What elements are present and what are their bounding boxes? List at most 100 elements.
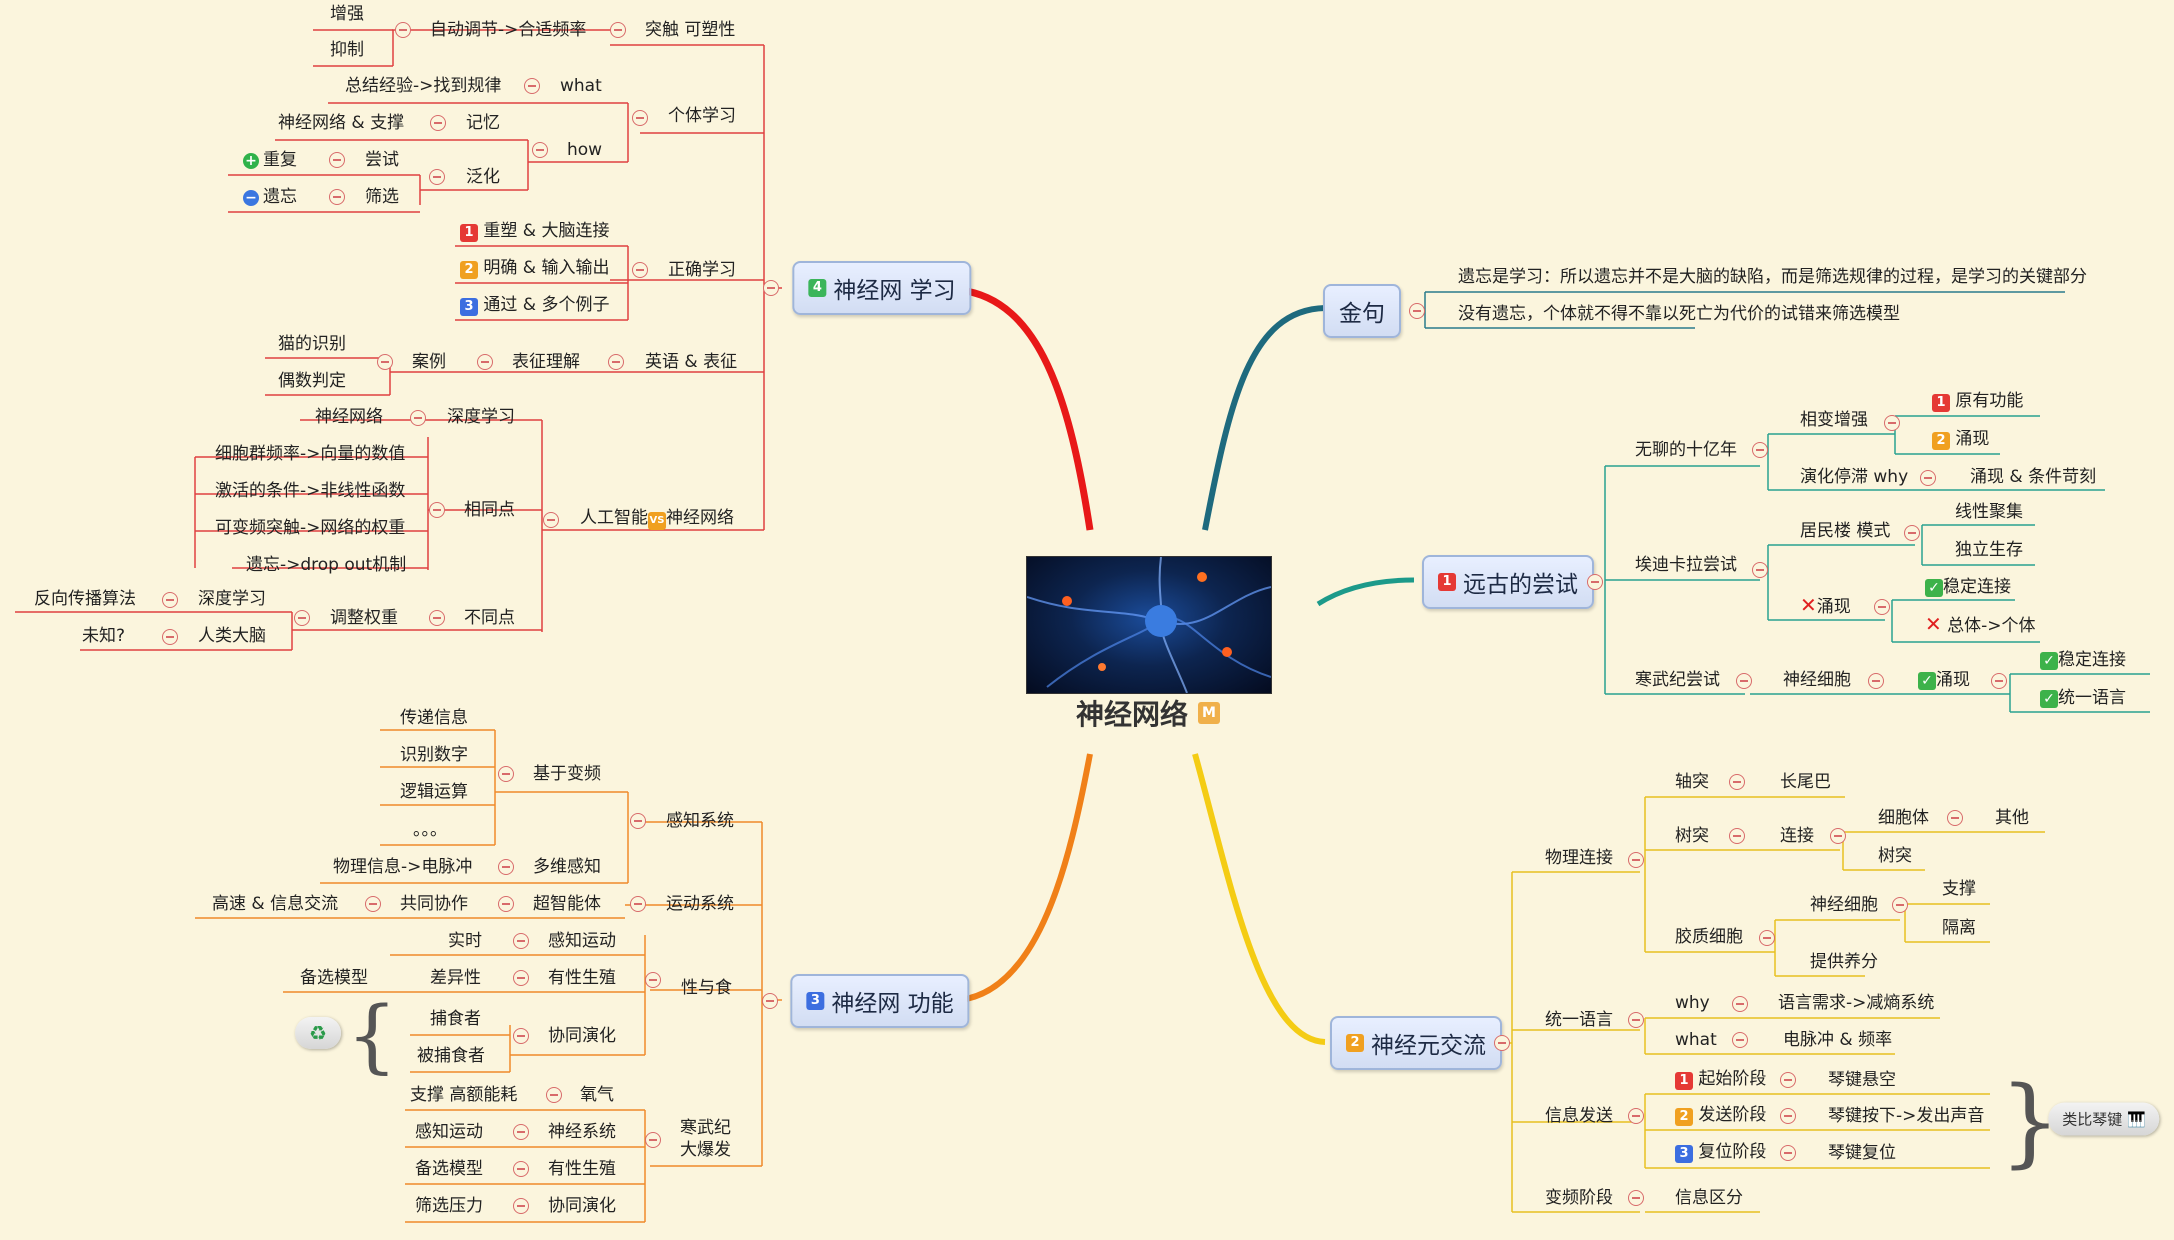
topic-node[interactable]: 可变频突触->网络的权重	[215, 518, 406, 538]
collapse-icon[interactable]	[1780, 1108, 1796, 1124]
collapse-icon[interactable]	[610, 22, 626, 38]
topic-node[interactable]: 独立生存	[1955, 540, 2023, 560]
collapse-icon[interactable]	[429, 169, 445, 185]
topic-node[interactable]: 自动调节->合适频率	[430, 20, 587, 40]
collapse-icon[interactable]	[1874, 599, 1890, 615]
topic-node[interactable]: 提供养分	[1810, 952, 1878, 972]
collapse-icon[interactable]	[543, 512, 559, 528]
topic-node[interactable]: 个体学习	[668, 106, 736, 126]
topic-node[interactable]: 共同协作	[400, 894, 468, 914]
topic-node[interactable]: 1 起始阶段	[1675, 1069, 1766, 1090]
topic-node[interactable]: 3 通过 & 多个例子	[460, 295, 609, 316]
topic-node[interactable]: 协同演化	[548, 1026, 616, 1046]
topic-node[interactable]: 深度学习	[447, 407, 515, 427]
topic-node[interactable]: 无聊的十亿年	[1635, 440, 1737, 460]
collapse-icon[interactable]	[1736, 673, 1752, 689]
topic-node[interactable]: why	[1675, 993, 1710, 1013]
topic-node[interactable]: how	[567, 140, 603, 160]
topic-node[interactable]: 有性生殖	[548, 968, 616, 988]
topic-node[interactable]: 正确学习	[668, 260, 736, 280]
collapse-icon[interactable]	[377, 354, 393, 370]
topic-node[interactable]: 尝试	[365, 150, 399, 170]
collapse-icon[interactable]	[1752, 562, 1768, 578]
collapse-icon[interactable]	[645, 1132, 661, 1148]
collapse-icon[interactable]	[1732, 996, 1748, 1012]
topic-node[interactable]: 不同点	[464, 608, 515, 628]
collapse-icon[interactable]	[1947, 810, 1963, 826]
collapse-icon[interactable]	[513, 1198, 529, 1214]
topic-node[interactable]: +重复	[243, 150, 297, 170]
recycle-icon[interactable]: ♻	[295, 1017, 341, 1049]
topic-node[interactable]: 泛化	[466, 167, 500, 187]
topic-node[interactable]: 居民楼 模式	[1800, 521, 1891, 541]
topic-node[interactable]: 神经细胞	[1810, 895, 1878, 915]
topic-node[interactable]: 埃迪卡拉尝试	[1635, 555, 1737, 575]
topic-node[interactable]: 信息区分	[1675, 1188, 1743, 1208]
summary-piano-keys[interactable]: 类比琴键 🎹	[2048, 1102, 2160, 1136]
topic-node[interactable]: 神经网络 & 支撑	[278, 113, 405, 133]
topic-node[interactable]: 大爆发	[680, 1140, 731, 1160]
collapse-icon[interactable]	[513, 1161, 529, 1177]
topic-node[interactable]: 人类大脑	[198, 626, 266, 646]
topic-node[interactable]: 协同演化	[548, 1196, 616, 1216]
topic-node[interactable]: 超智能体	[533, 894, 601, 914]
collapse-icon[interactable]	[524, 78, 540, 94]
topic-quotes[interactable]: 金句	[1323, 284, 1401, 338]
collapse-icon[interactable]	[1729, 774, 1745, 790]
topic-node[interactable]: 增强	[330, 4, 364, 24]
topic-node[interactable]: 抑制	[330, 40, 364, 60]
topic-node[interactable]: ✕ 总体->个体	[1925, 614, 2036, 636]
topic-node[interactable]: 。。。	[413, 820, 447, 840]
topic-node[interactable]: 支撑	[1942, 879, 1976, 899]
topic-node[interactable]: ✓稳定连接	[2040, 650, 2126, 670]
collapse-icon[interactable]	[498, 766, 514, 782]
collapse-icon[interactable]	[513, 1028, 529, 1044]
collapse-icon[interactable]	[410, 410, 426, 426]
topic-node[interactable]: 神经系统	[548, 1122, 616, 1142]
collapse-icon[interactable]	[1587, 574, 1603, 590]
topic-node[interactable]: 树突	[1878, 846, 1912, 866]
topic-node[interactable]: 变频阶段	[1545, 1188, 1613, 1208]
topic-node[interactable]: 树突	[1675, 826, 1709, 846]
topic-node[interactable]: what	[560, 76, 602, 96]
collapse-icon[interactable]	[632, 110, 648, 126]
topic-node[interactable]: 2 发送阶段	[1675, 1105, 1766, 1126]
collapse-icon[interactable]	[1628, 1108, 1644, 1124]
topic-node[interactable]: 物理信息->电脉冲	[333, 857, 473, 877]
collapse-icon[interactable]	[513, 933, 529, 949]
collapse-icon[interactable]	[513, 1124, 529, 1140]
topic-node[interactable]: 琴键悬空	[1828, 1070, 1896, 1090]
collapse-icon[interactable]	[645, 972, 661, 988]
topic-node[interactable]: 筛选	[365, 187, 399, 207]
collapse-icon[interactable]	[1752, 442, 1768, 458]
topic-node[interactable]: 实时	[448, 931, 482, 951]
topic-node[interactable]: 电脉冲 & 频率	[1783, 1030, 1893, 1050]
topic-node[interactable]: 其他	[1995, 808, 2029, 828]
topic-node[interactable]: 2 涌现	[1932, 429, 1989, 450]
topic-node[interactable]: 琴键复位	[1828, 1143, 1896, 1163]
topic-node[interactable]: 1 重塑 & 大脑连接	[460, 221, 609, 242]
collapse-icon[interactable]	[1729, 828, 1745, 844]
topic-node[interactable]: 1 原有功能	[1932, 391, 2023, 412]
collapse-icon[interactable]	[532, 142, 548, 158]
topic-node[interactable]: 激活的条件->非线性函数	[215, 481, 406, 501]
topic-node[interactable]: 细胞群频率->向量的数值	[215, 444, 406, 464]
topic-node[interactable]: 表征理解	[512, 352, 580, 372]
collapse-icon[interactable]	[513, 970, 529, 986]
collapse-icon[interactable]	[329, 189, 345, 205]
collapse-icon[interactable]	[1920, 470, 1936, 486]
topic-node[interactable]: 反向传播算法	[34, 589, 136, 609]
collapse-icon[interactable]	[630, 813, 646, 829]
collapse-icon[interactable]	[763, 280, 779, 296]
collapse-icon[interactable]	[762, 993, 778, 1009]
topic-node[interactable]: −遗忘	[243, 187, 297, 207]
collapse-icon[interactable]	[1628, 1012, 1644, 1028]
collapse-icon[interactable]	[1892, 897, 1908, 913]
topic-node[interactable]: 神经网络	[315, 407, 383, 427]
topic-node[interactable]: 备选模型	[300, 968, 368, 988]
topic-node[interactable]: 突触 可塑性	[645, 20, 736, 40]
topic-node[interactable]: 琴键按下->发出声音	[1828, 1106, 1985, 1126]
